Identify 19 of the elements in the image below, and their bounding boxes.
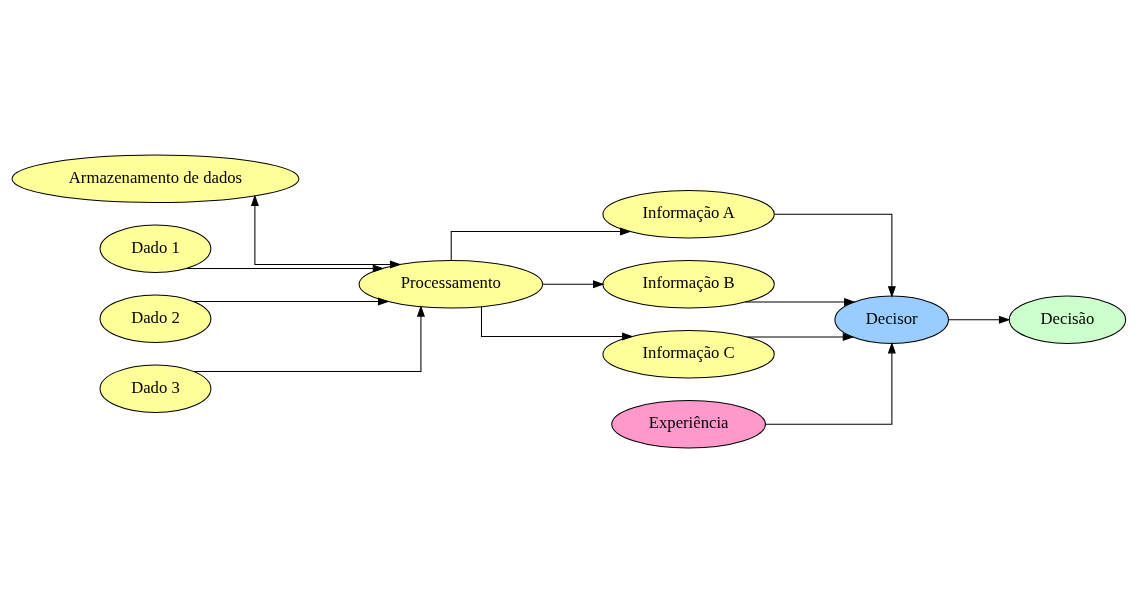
arrow xyxy=(450,227,632,261)
node-ellipse: Dado 2 xyxy=(99,293,212,343)
arrow xyxy=(192,296,390,305)
node-ellipse: Experiência xyxy=(611,399,766,448)
node-ellipse: Dado 3 xyxy=(99,363,212,413)
node-ellipse: Informação B xyxy=(602,259,775,309)
node-ellipse: Armazenamento de dados xyxy=(11,154,300,203)
arrow xyxy=(185,263,385,272)
arrow xyxy=(541,279,605,288)
arrow xyxy=(744,297,856,306)
arrow xyxy=(250,194,402,269)
arrow xyxy=(774,213,896,298)
node-ellipse: Decisão xyxy=(1008,295,1127,344)
arrow xyxy=(764,341,896,425)
node-ellipse: Dado 1 xyxy=(99,223,212,273)
arrow xyxy=(193,304,425,372)
arrow xyxy=(746,332,855,341)
arrow xyxy=(480,305,634,340)
arrow xyxy=(948,315,1011,324)
